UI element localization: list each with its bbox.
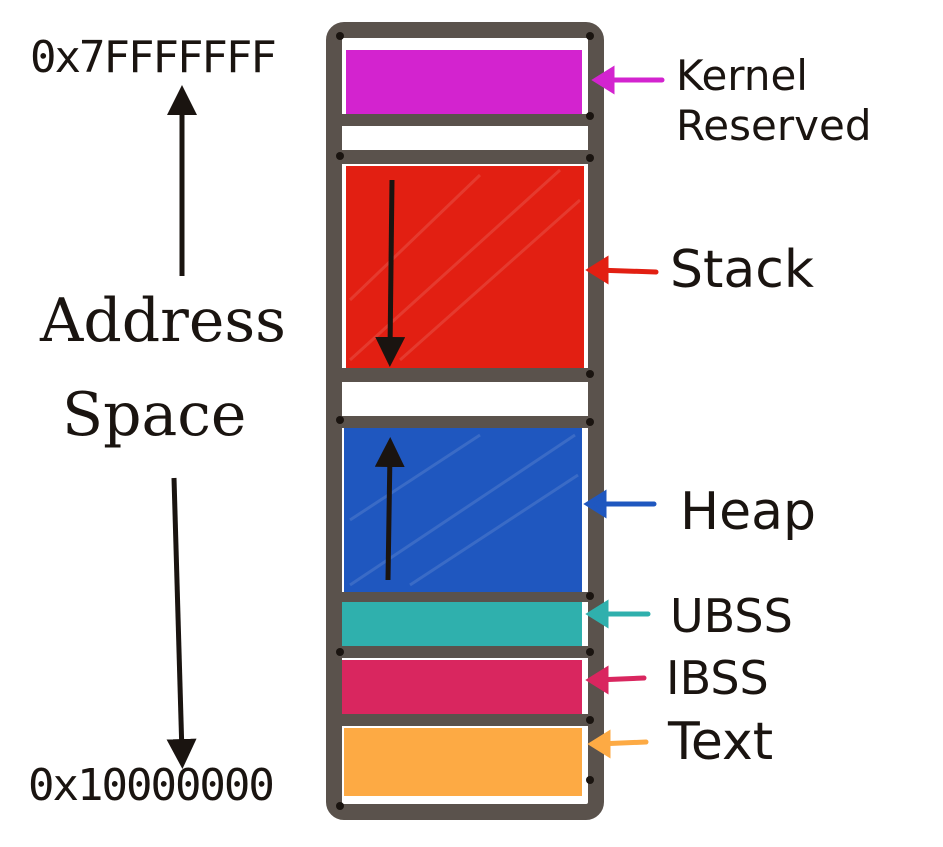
heap-label: Heap	[680, 482, 816, 542]
address-space-title-line1: Address	[40, 286, 286, 356]
address-bottom-label: 0x10000000	[28, 760, 275, 811]
segment-separators	[334, 114, 596, 726]
ibss-label: IBSS	[666, 651, 769, 705]
address-space-title-line2: Space	[62, 380, 247, 450]
stack-block	[346, 166, 584, 368]
stack-label: Stack	[670, 240, 814, 300]
label-pointers	[583, 65, 665, 759]
address-top-label: 0x7FFFFFFF	[30, 32, 277, 83]
stack-growth-arrow	[375, 179, 406, 367]
kernel-label-line1: Kernel	[676, 51, 808, 100]
kernel-pointer-arrow	[591, 65, 665, 95]
ubss-pointer-arrow	[585, 599, 651, 629]
text-label: Text	[668, 712, 774, 772]
address-down-arrow	[166, 477, 197, 769]
hatch-texture	[348, 168, 581, 587]
text-pointer-arrow	[587, 729, 649, 759]
text-block	[344, 728, 582, 796]
frame-corner-dots	[336, 32, 594, 810]
kernel-label-line2: Reserved	[676, 101, 872, 150]
ibss-block	[342, 660, 582, 714]
stack-pointer-arrow	[585, 255, 659, 285]
ibss-pointer-arrow	[585, 665, 647, 695]
ubss-block	[342, 602, 582, 646]
heap-pointer-arrow	[583, 489, 657, 519]
heap-growth-arrow	[374, 437, 405, 581]
ubss-label: UBSS	[670, 589, 793, 643]
kernel-reserved-block	[346, 50, 582, 114]
